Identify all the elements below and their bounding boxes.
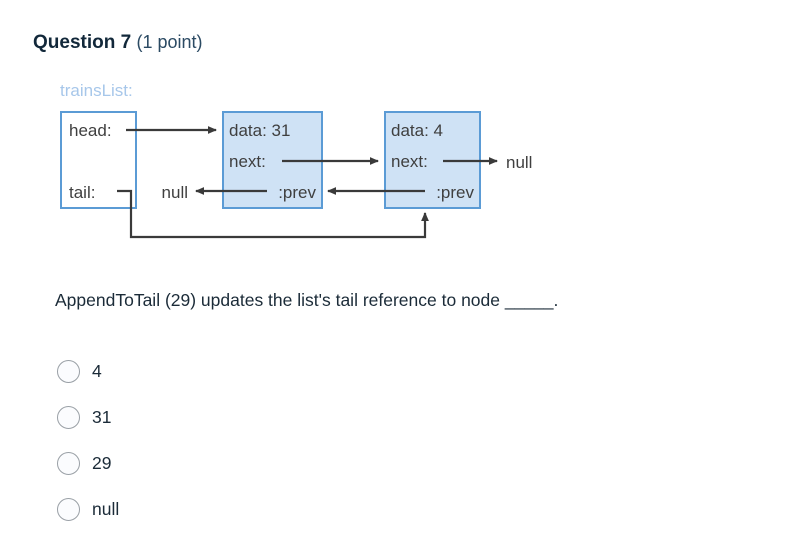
node-2-next-label: next:: [391, 152, 428, 171]
answer-option[interactable]: 29: [57, 440, 457, 486]
node-1-next-label: next:: [229, 152, 266, 171]
answer-option-label: null: [92, 499, 120, 519]
answer-option[interactable]: null: [57, 486, 457, 532]
tail-field-label: tail:: [69, 183, 95, 202]
head-field-label: head:: [69, 121, 112, 140]
trains-list-label: trainsList:: [60, 81, 133, 100]
radio-button-icon[interactable]: [57, 497, 80, 521]
tail-to-node2-arrow: [117, 189, 429, 239]
linked-list-diagram: trainsList: head: tail: data: 31 next: :…: [0, 0, 803, 270]
node-1-data-label: data: 31: [229, 121, 290, 140]
radio-button-icon[interactable]: [57, 451, 80, 475]
answer-option[interactable]: 4: [57, 348, 457, 394]
null-left-label: null: [162, 183, 188, 202]
answer-option-label: 4: [92, 361, 102, 381]
node-2-prev-label: :prev: [436, 183, 474, 202]
answer-options-list: 4 31 29 null: [57, 348, 457, 532]
question-number-label: Question 7: [33, 32, 132, 53]
radio-button-icon[interactable]: [57, 359, 80, 383]
answer-option-label: 29: [92, 453, 112, 473]
page-title: Question 7 (1 point): [33, 30, 203, 55]
answer-option-label: 31: [92, 407, 112, 427]
question-prompt: AppendToTail (29) updates the list's tai…: [55, 290, 559, 310]
node-1-prev-label: :prev: [278, 183, 316, 202]
answer-option[interactable]: 31: [57, 394, 457, 440]
question-points-label: (1 point): [136, 32, 203, 52]
radio-button-icon[interactable]: [57, 405, 80, 429]
diagram-canvas: trainsList: head: tail: data: 31 next: :…: [60, 81, 532, 239]
node-2-data-label: data: 4: [391, 121, 443, 140]
null-right-label: null: [506, 153, 532, 172]
